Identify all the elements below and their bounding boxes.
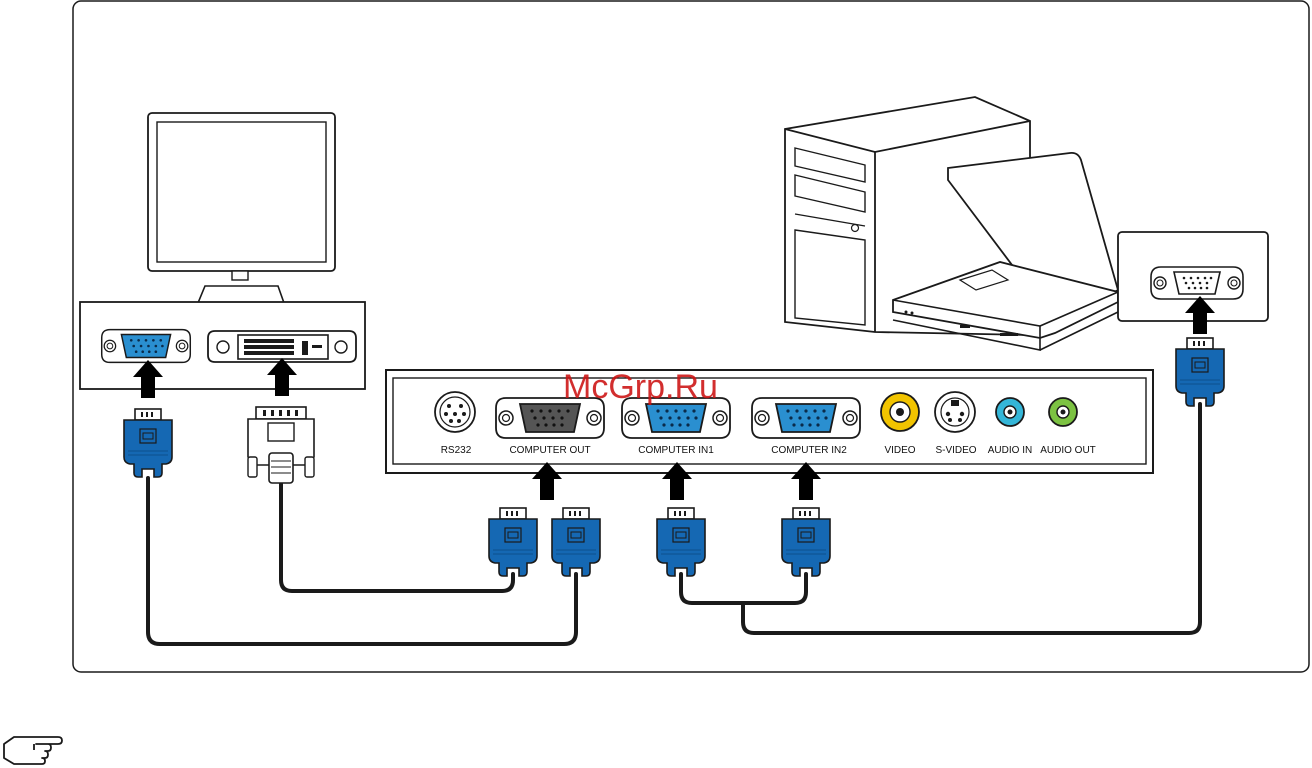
rs232-label: RS232 — [441, 445, 472, 456]
monitor-vga-port — [102, 330, 191, 363]
rs232-port — [435, 392, 475, 432]
computer-in1-label: COMPUTER IN1 — [638, 445, 714, 456]
audio-out-label: AUDIO OUT — [1040, 445, 1096, 456]
projector-io-panel: RS232 COMPUTER OUT COMPUTER IN1 COMPUTER… — [386, 370, 1153, 473]
audio-in-port — [996, 398, 1024, 426]
s-video-port — [935, 392, 975, 432]
computer-in2-label: COMPUTER IN2 — [771, 445, 847, 456]
audio-in-label: AUDIO IN — [988, 445, 1032, 456]
monitor-port-panel — [80, 302, 365, 389]
video-label: VIDEO — [884, 445, 915, 456]
watermark-text: McGrp.Ru — [563, 368, 718, 406]
monitor-dvi-port — [208, 331, 356, 362]
s-video-label: S-VIDEO — [935, 445, 976, 456]
computer-vga-port — [1151, 267, 1243, 299]
note-hand-icon — [4, 737, 62, 764]
computer-out-label: COMPUTER OUT — [509, 445, 590, 456]
computer-in2-port — [752, 398, 860, 438]
audio-out-port — [1049, 398, 1077, 426]
video-port — [881, 393, 919, 431]
